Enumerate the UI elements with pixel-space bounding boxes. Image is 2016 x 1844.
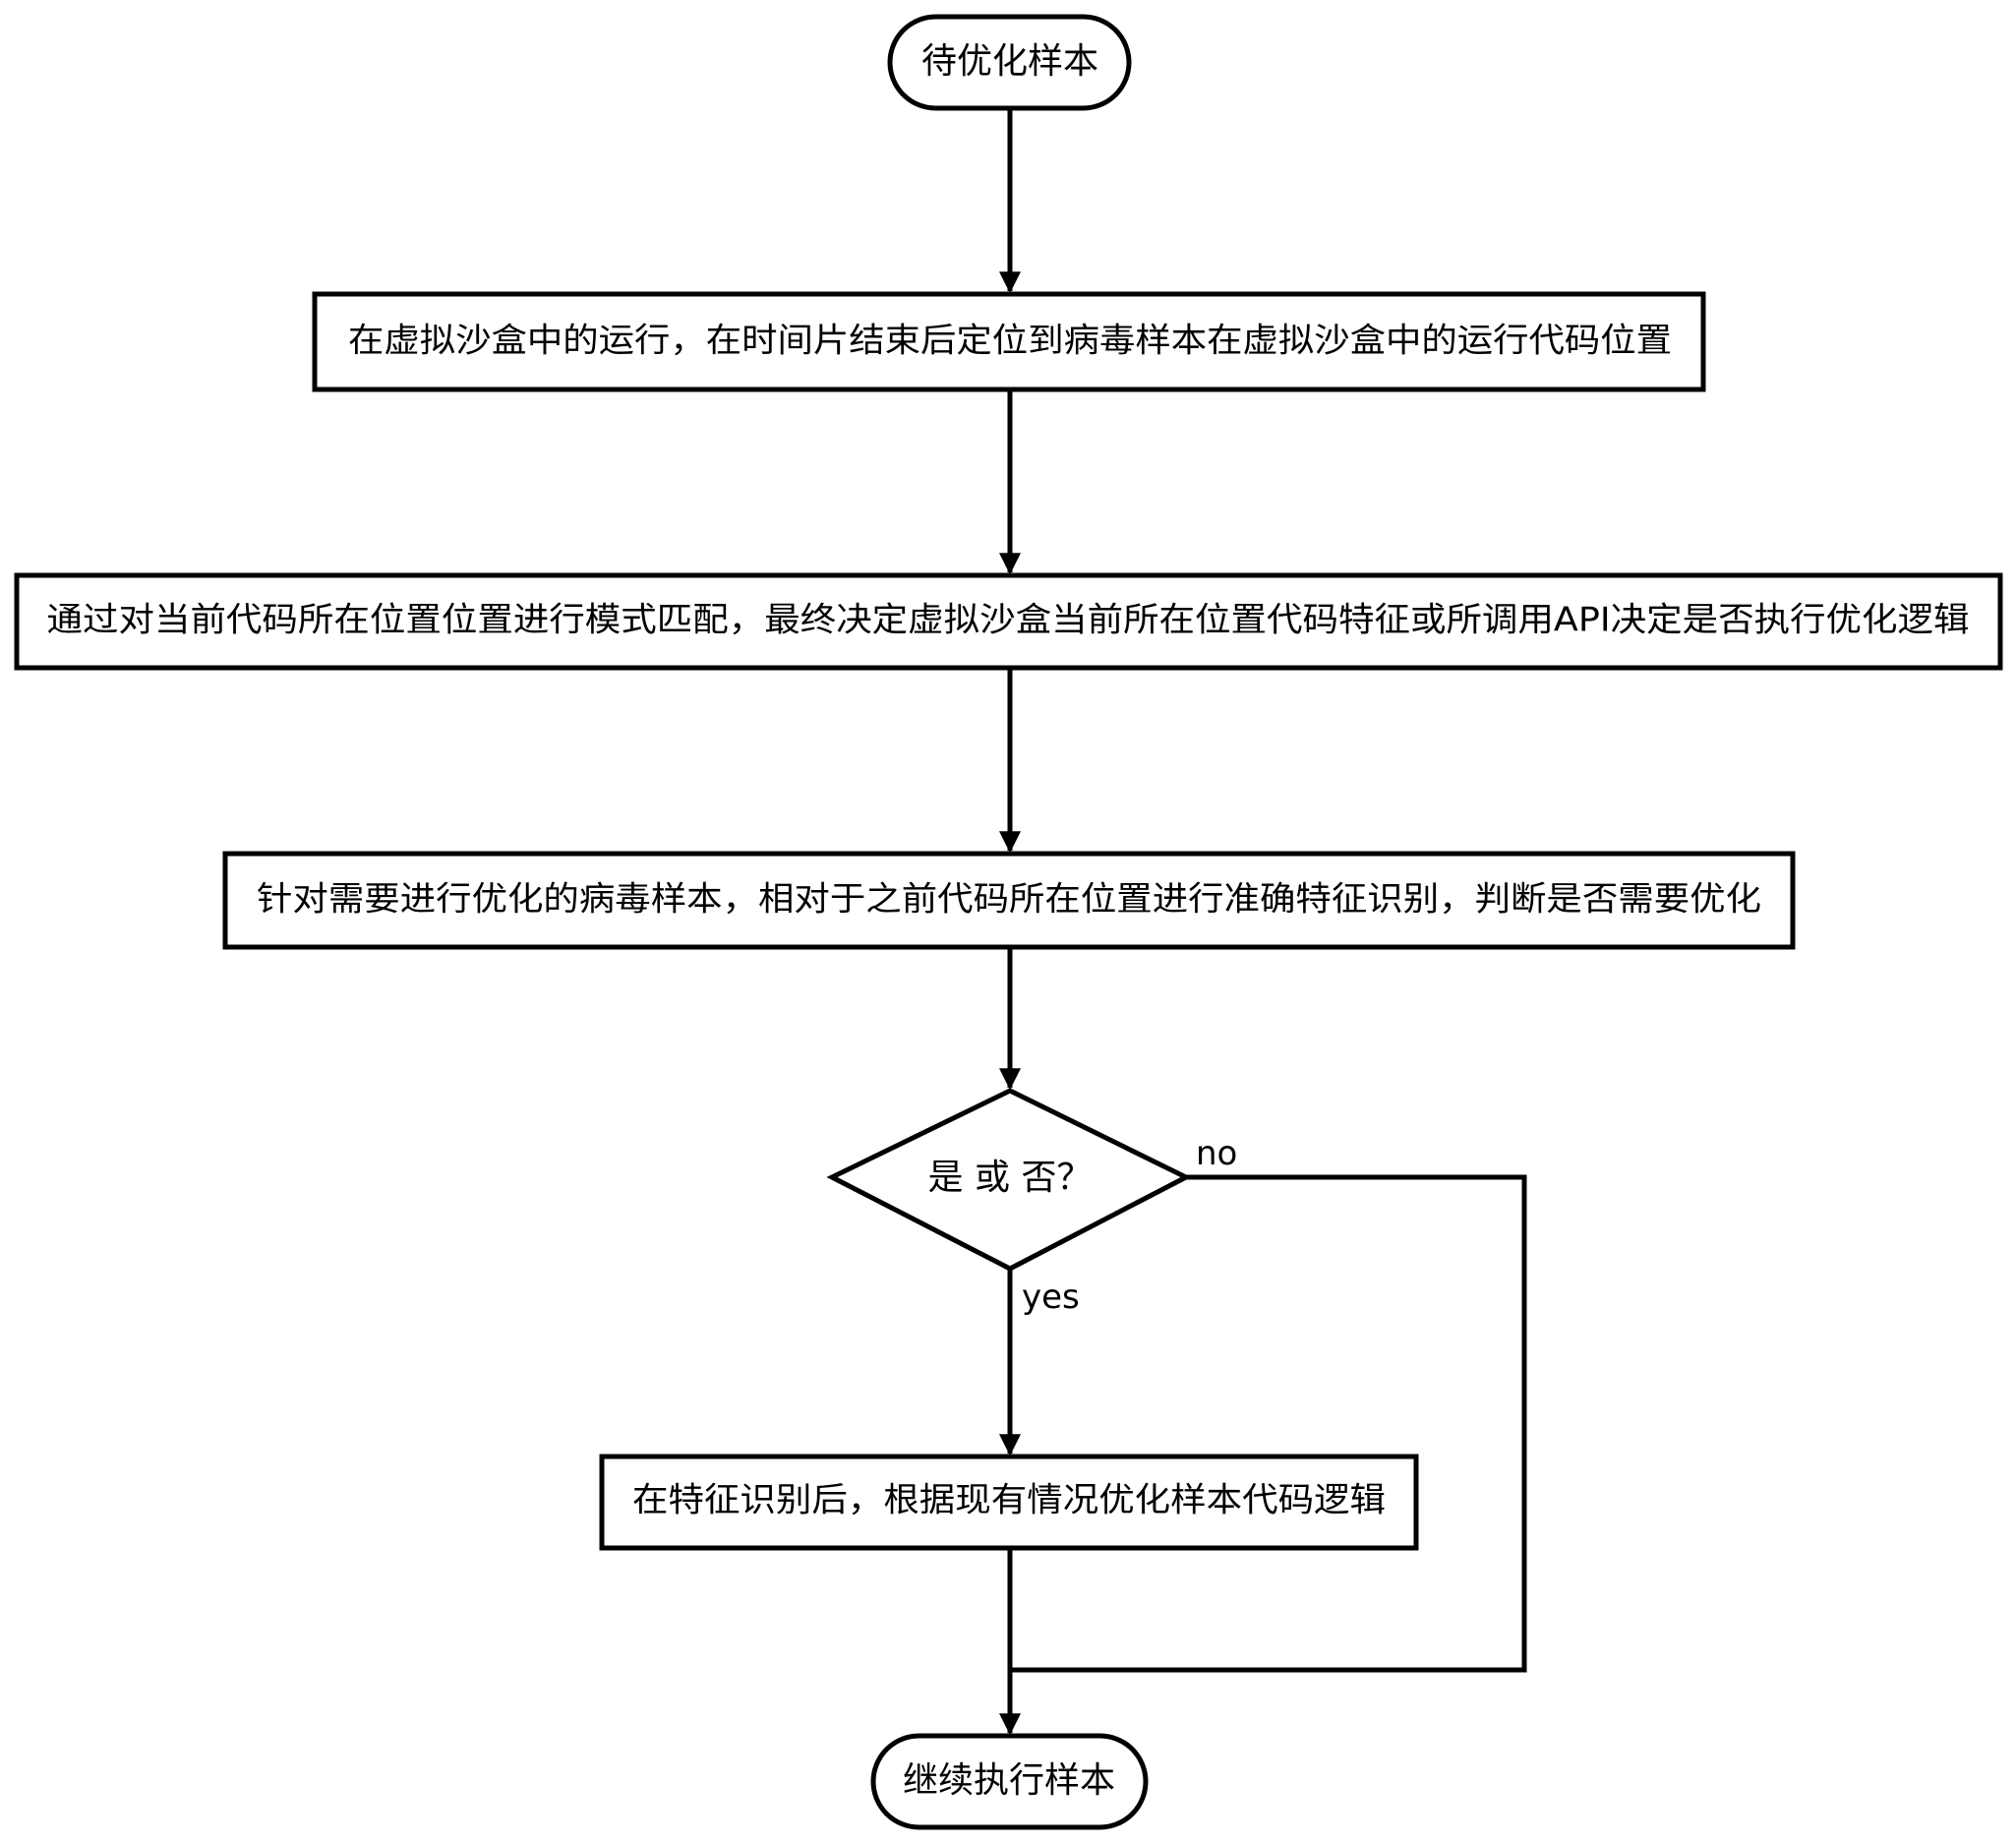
end-node: 继续执行样本 [873, 1736, 1146, 1827]
decision-node: 是 或 否？ [832, 1091, 1186, 1269]
process-step-3-label: 针对需要进行优化的病毒样本，相对于之前代码所在位置进行准确特征识别，判断是否需要… [257, 880, 1761, 920]
process-step-1: 在虚拟沙盒中的运行，在时间片结束后定位到病毒样本在虚拟沙盒中的运行代码位置 [315, 294, 1703, 389]
edge-label-no: no [1196, 1134, 1237, 1173]
process-step-3: 针对需要进行优化的病毒样本，相对于之前代码所在位置进行准确特征识别，判断是否需要… [225, 854, 1793, 947]
start-node: 待优化样本 [890, 17, 1129, 108]
process-step-4: 在特征识别后，根据现有情况优化样本代码逻辑 [602, 1457, 1416, 1548]
decision-node-label: 是 或 否？ [928, 1158, 1093, 1198]
process-step-2: 通过对当前代码所在位置位置进行模式匹配，最终决定虚拟沙盒当前所在位置代码特征或所… [17, 575, 2000, 668]
edge-decision-no-to-end [1010, 1177, 1524, 1670]
process-step-1-label: 在虚拟沙盒中的运行，在时间片结束后定位到病毒样本在虚拟沙盒中的运行代码位置 [348, 322, 1672, 361]
process-step-2-label: 通过对当前代码所在位置位置进行模式匹配，最终决定虚拟沙盒当前所在位置代码特征或所… [47, 601, 1970, 640]
process-step-4-label: 在特征识别后，根据现有情况优化样本代码逻辑 [632, 1481, 1386, 1520]
end-node-label: 继续执行样本 [903, 1760, 1115, 1801]
start-node-label: 待优化样本 [921, 41, 1098, 82]
edge-label-yes: yes [1022, 1278, 1080, 1317]
